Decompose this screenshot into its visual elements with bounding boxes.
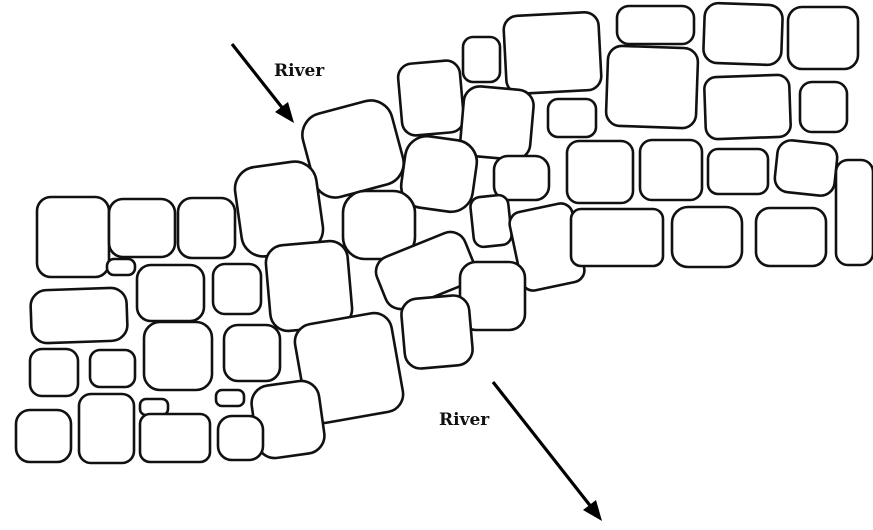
river-arrow-top [232,44,294,123]
river-arrow-bottom [493,382,602,521]
river-label-top: River [274,61,324,81]
river-label-bottom: River [439,410,489,430]
